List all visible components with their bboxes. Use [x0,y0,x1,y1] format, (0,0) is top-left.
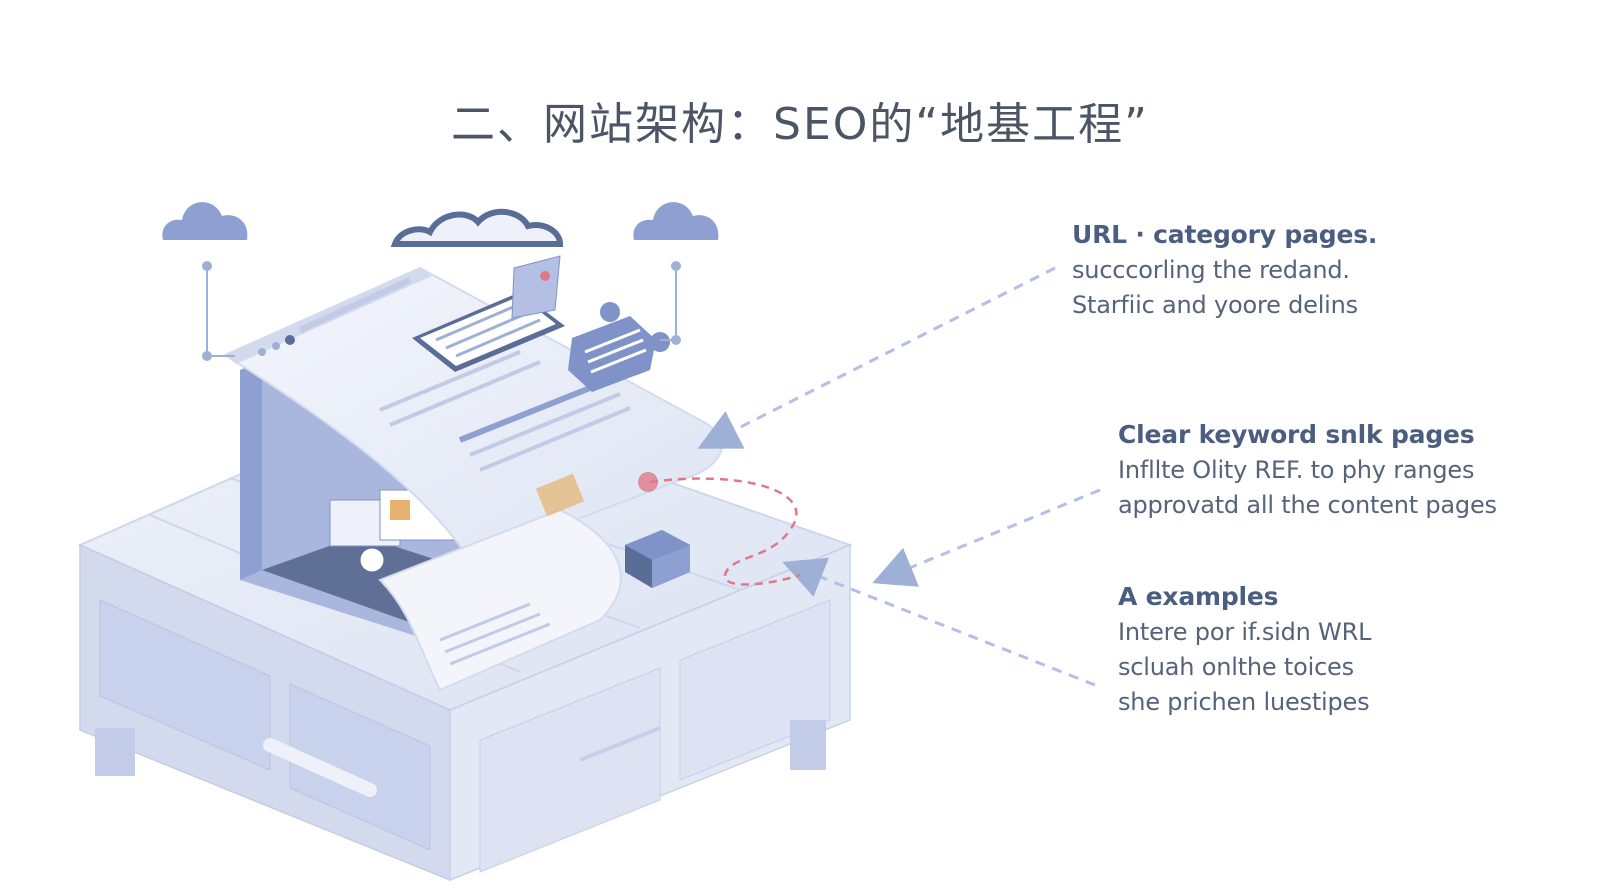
callout-line: Infllte Olity REF. to phy ranges [1118,456,1475,484]
callout-heading: A examples [1118,582,1279,611]
callout-heading: URL · category pages. [1072,220,1378,249]
cloud-icon [633,202,719,240]
floating-document [412,255,565,372]
callout-line: Starfiic and yoore delins [1072,291,1358,319]
pointer-line-url [697,266,1056,449]
puzzle-piece [568,302,670,392]
link-node-icon [638,472,658,492]
desk-box [625,530,690,588]
callout-line: she prichen luestipes [1118,688,1370,716]
callout-heading: Clear keyword snlk pages [1118,420,1475,449]
callout-url: URL · category pages. succcorling the re… [1072,220,1377,323]
page-title: 二、网站架构：SEO的“地基工程” [451,99,1149,150]
page-sheet [222,266,723,692]
callout-line: succcorling the redand. [1072,256,1350,284]
callout-line: scluah onlthe toices [1118,653,1354,681]
callout-line: approvatd all the content pages [1118,491,1497,519]
cloud-connectors [202,261,681,361]
pointer-line-keyword [872,488,1101,587]
pointer-line-examples [782,557,1096,687]
cloud-icon [162,202,248,240]
pink-link-line [649,477,801,586]
callout-keyword: Clear keyword snlk pages Infllte Olity R… [1118,420,1497,523]
cloud-icon [390,208,564,247]
callout-examples: A examples Intere por if.sidn WRL scluah… [1118,582,1371,720]
pointer-lines [697,266,1101,687]
callout-line: Intere por if.sidn WRL [1118,618,1372,646]
